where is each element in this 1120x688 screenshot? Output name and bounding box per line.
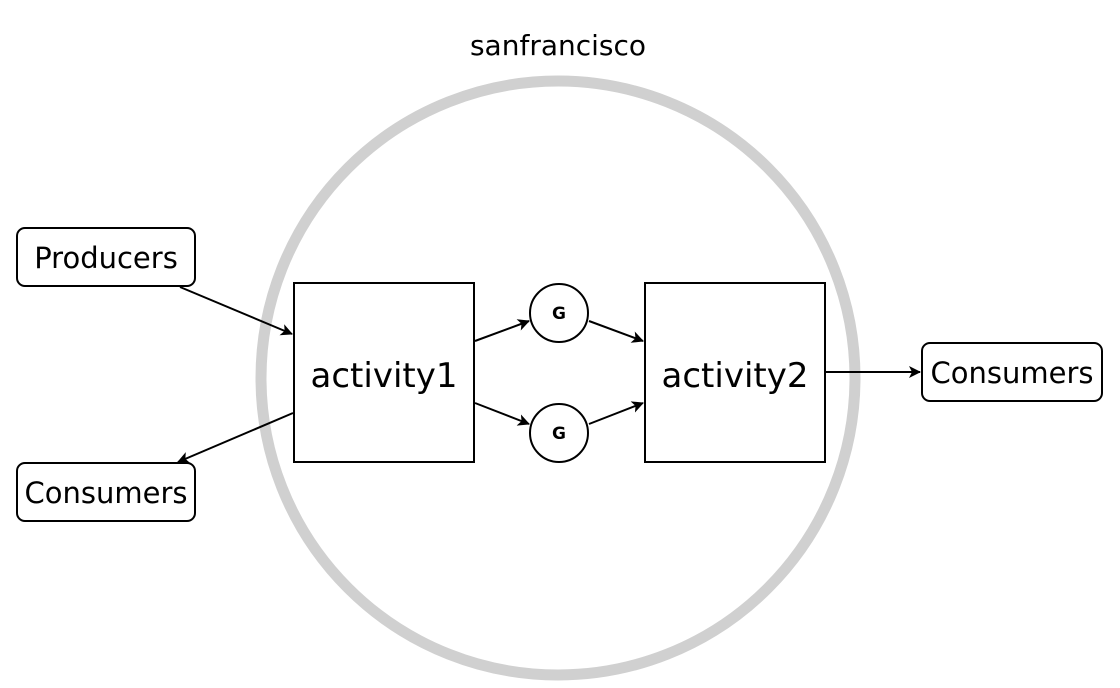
- activity1-box: [293, 282, 475, 463]
- activity2-label: activity2: [662, 356, 809, 396]
- activity2-node[interactable]: activity2: [644, 282, 826, 463]
- producers-box: [16, 227, 196, 287]
- activity1-label: activity1: [311, 356, 458, 396]
- activity1-node[interactable]: activity1: [293, 282, 475, 463]
- edge-activity1-to-gate-top: [474, 319, 530, 342]
- gate-bottom-node[interactable]: G: [529, 403, 589, 463]
- consumers-right-node[interactable]: Consumers: [921, 342, 1103, 402]
- consumers-right-label: Consumers: [931, 356, 1094, 390]
- gate-top-node[interactable]: G: [529, 283, 589, 343]
- consumers-left-label: Consumers: [25, 476, 188, 510]
- edge-activity1-to-consumers-left: [177, 412, 294, 464]
- gate-bottom-label: G: [552, 424, 566, 444]
- region-ring: [255, 75, 861, 681]
- region-label: sanfrancisco: [470, 29, 646, 62]
- edge-gate-top-to-activity2: [588, 320, 644, 343]
- gate-top-circle: [529, 283, 589, 343]
- edge-activity1-to-gate-bottom: [474, 402, 530, 426]
- activity2-box: [644, 282, 826, 463]
- consumers-left-node[interactable]: Consumers: [16, 462, 196, 522]
- edge-producers-to-activity1: [179, 286, 293, 336]
- producers-label: Producers: [34, 241, 178, 275]
- producers-node[interactable]: Producers: [16, 227, 196, 287]
- gate-bottom-circle: [529, 403, 589, 463]
- consumers-left-box: [16, 462, 196, 522]
- gate-top-label: G: [552, 304, 566, 324]
- consumers-right-box: [921, 342, 1103, 402]
- edge-gate-bottom-to-activity2: [588, 401, 644, 425]
